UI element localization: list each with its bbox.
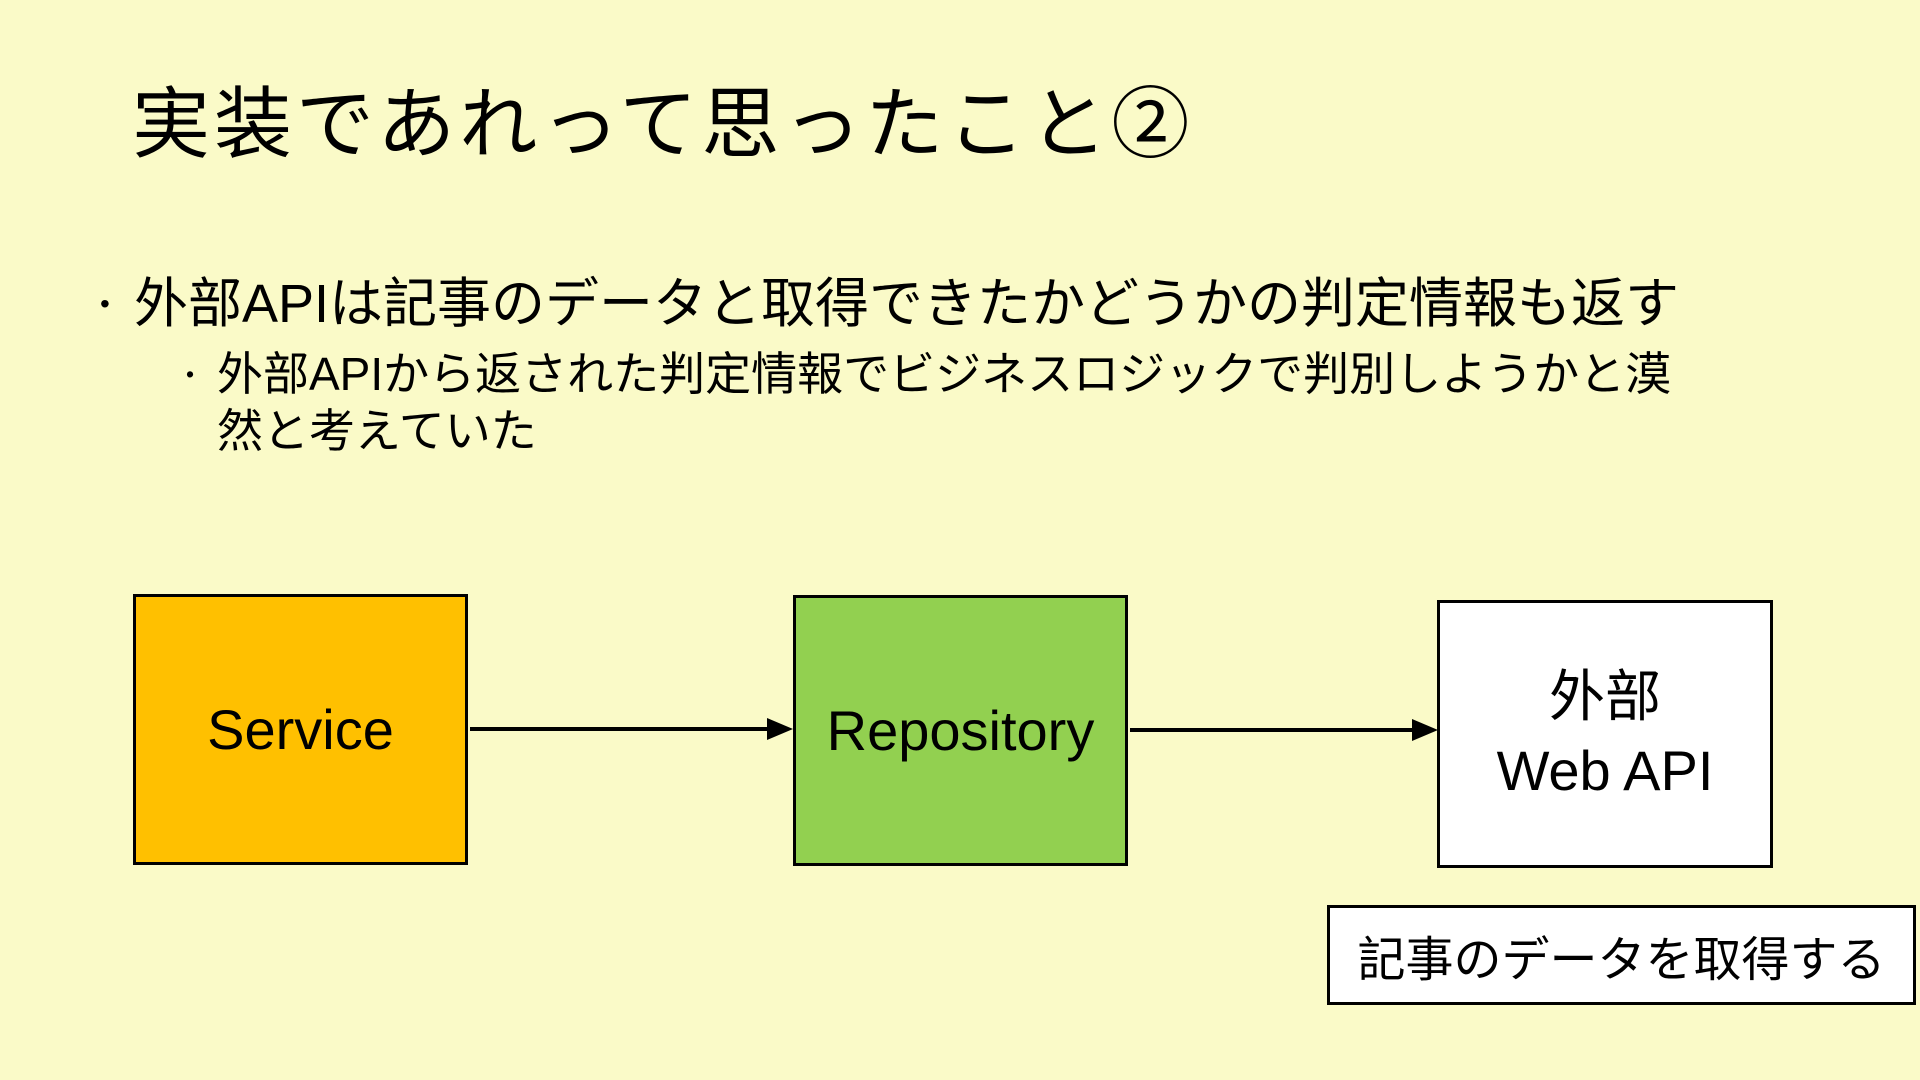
arrow-service-to-repository bbox=[470, 718, 793, 740]
arrow-shaft bbox=[1130, 728, 1418, 732]
arrowhead-right-icon bbox=[767, 718, 793, 740]
bullet-level1-text: 外部APIは記事のデータと取得できたかどうかの判定情報も返す bbox=[134, 274, 1680, 334]
service-box: Service bbox=[133, 594, 468, 865]
bullet-marker: • bbox=[186, 361, 195, 387]
external-webapi-box: 外部 Web API bbox=[1437, 600, 1773, 868]
external-webapi-label-line1: 外部 bbox=[1549, 665, 1661, 728]
service-box-label: Service bbox=[207, 697, 394, 761]
bullet-level1: • 外部APIは記事のデータと取得できたかどうかの判定情報も返す bbox=[100, 270, 1679, 338]
bullet-level2-text: 外部APIから返された判定情報でビジネスロジックで判別しようかと漠 然と考えてい… bbox=[217, 346, 1671, 460]
external-webapi-label-line2: Web API bbox=[1496, 739, 1714, 802]
bullet-level2-line2: 然と考えていた bbox=[217, 405, 537, 457]
arrowhead-right-icon bbox=[1412, 719, 1438, 741]
bullet-level2: • 外部APIから返された判定情報でビジネスロジックで判別しようかと漠 然と考え… bbox=[186, 346, 1671, 460]
arrow-shaft bbox=[470, 727, 773, 731]
repository-box-label: Repository bbox=[826, 698, 1095, 762]
caption-text: 記事のデータを取得する bbox=[1357, 934, 1886, 987]
bullet-marker: • bbox=[100, 288, 110, 319]
arrow-repository-to-webapi bbox=[1130, 719, 1438, 741]
slide-title: 実装であれって思ったこと② bbox=[132, 80, 1194, 168]
repository-box: Repository bbox=[793, 595, 1128, 866]
caption-box: 記事のデータを取得する bbox=[1327, 905, 1916, 1005]
bullet-level2-line1: 外部APIから返された判定情報でビジネスロジックで判別しようかと漠 bbox=[217, 348, 1672, 400]
